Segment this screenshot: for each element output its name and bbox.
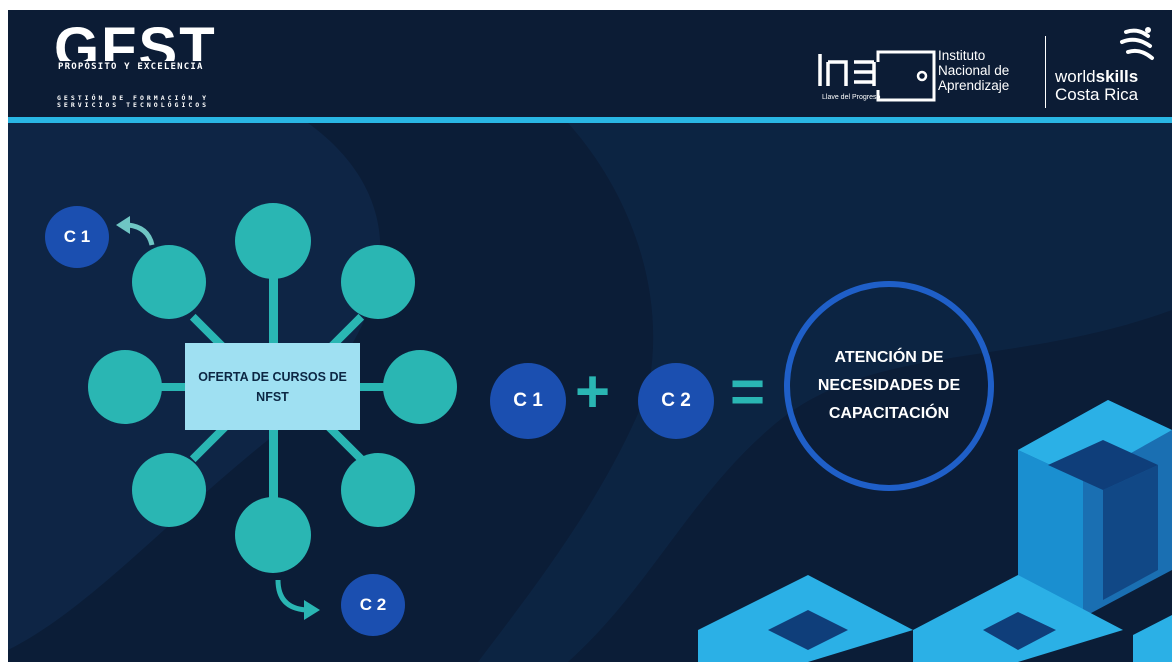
gfst-logo-subtitle: GESTIÓN DE FORMACIÓN Y SERVICIOS TECNOLÓ… <box>57 95 209 109</box>
node-top-left <box>132 245 206 319</box>
arrow-to-c1-icon <box>116 216 155 246</box>
spoke-right <box>360 383 390 391</box>
institute-line2: Nacional de <box>938 63 1010 78</box>
header-accent-line <box>8 117 1172 123</box>
node-right <box>383 350 457 424</box>
center-box-label: OFERTA DE CURSOS DE NFST <box>198 369 347 404</box>
node-bottom <box>235 497 311 573</box>
spoke-top <box>269 278 278 353</box>
gfst-subtitle-line2: SERVICIOS TECNOLÓGICOS <box>57 100 210 109</box>
badge-c2-equation: C 2 <box>638 363 714 439</box>
node-top <box>235 203 311 279</box>
spoke-left <box>158 383 188 391</box>
node-bottom-left <box>132 453 206 527</box>
spoke-bottom <box>269 430 278 515</box>
arrow-to-c2-icon <box>275 579 320 620</box>
ina-logo-icon <box>818 50 936 102</box>
worldskills-prefix: world <box>1055 67 1096 86</box>
badge-c1-equation: C 1 <box>490 363 566 439</box>
node-left <box>88 350 162 424</box>
node-bottom-right <box>341 453 415 527</box>
worldskills-figure-icon <box>1120 27 1154 60</box>
badge-c1-diagram: C 1 <box>45 206 109 268</box>
worldskills-region: Costa Rica <box>1055 85 1139 104</box>
worldskills-bold: skills <box>1095 67 1139 86</box>
node-top-right <box>341 245 415 319</box>
badge-c2-diagram: C 2 <box>341 574 405 636</box>
header-bar: GFST PROPÓSITO Y EXCELENCIA GESTIÓN DE F… <box>8 10 1172 117</box>
institute-line1: Instituto <box>938 48 986 63</box>
slide: GFST PROPÓSITO Y EXCELENCIA GESTIÓN DE F… <box>8 10 1172 662</box>
gfst-subtitle-line1: GESTIÓN DE FORMACIÓN Y <box>57 94 210 102</box>
institute-name: Instituto Nacional de Aprendizaje <box>938 48 1009 93</box>
ina-tagline: Llave del Progreso <box>822 94 881 101</box>
result-circle: ATENCIÓN DE NECESIDADES DE CAPACITACIÓN <box>784 281 994 491</box>
gfst-logo-tagline: PROPÓSITO Y EXCELENCIA <box>56 61 206 73</box>
worldskills-logo: worldskills Costa Rica <box>1055 68 1138 104</box>
header-divider <box>1045 36 1046 108</box>
result-label: ATENCIÓN DE NECESIDADES DE CAPACITACIÓN <box>817 349 961 422</box>
center-box: OFERTA DE CURSOS DE NFST <box>185 343 360 430</box>
plus-sign: + <box>575 358 611 425</box>
equals-sign: = <box>730 358 766 425</box>
institute-line3: Aprendizaje <box>938 78 1010 93</box>
cube-decoration <box>698 400 1172 662</box>
